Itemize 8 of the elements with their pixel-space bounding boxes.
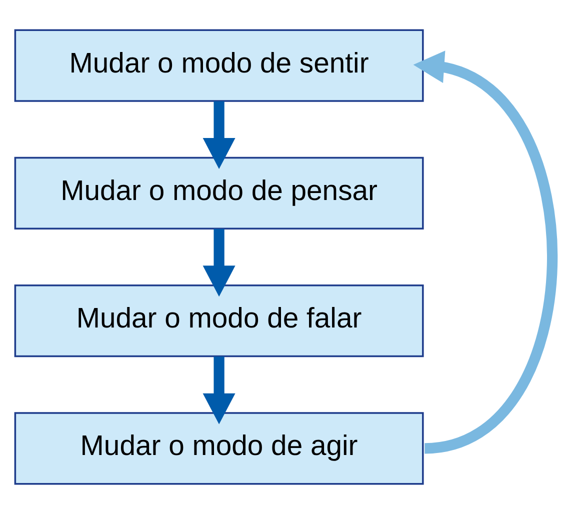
node-box: Mudar o modo de falar [14, 284, 424, 357]
node-box: Mudar o modo de pensar [14, 156, 424, 230]
arrow [202, 356, 236, 424]
node-box: Mudar o modo de sentir [14, 28, 424, 102]
arrow [413, 50, 558, 454]
arrow [202, 228, 236, 296]
node-box: Mudar o modo de agir [14, 412, 424, 484]
arrow [202, 100, 236, 168]
